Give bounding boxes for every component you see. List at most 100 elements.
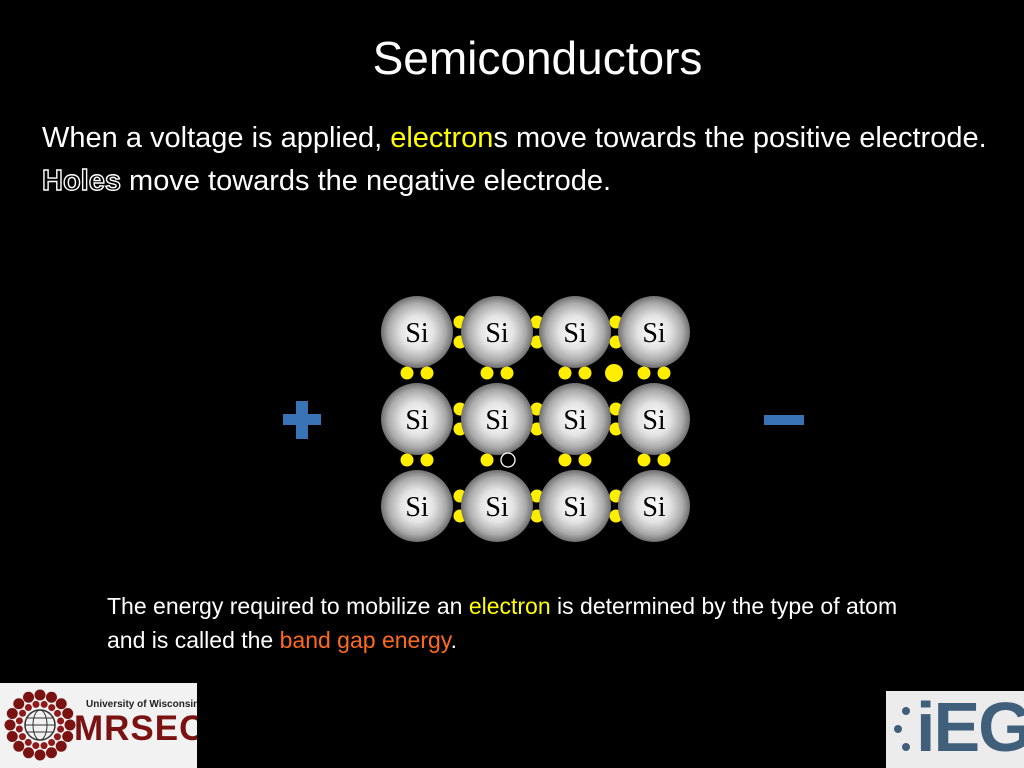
mrsec-emblem-icon (4, 689, 76, 761)
emblem-petal (15, 717, 23, 725)
si-atom: Si (618, 296, 690, 368)
emblem-petal (40, 700, 48, 708)
emblem-petal (32, 742, 40, 750)
bond-electron (420, 366, 434, 380)
band-gap-note: The energy required to mobilize an elect… (107, 589, 907, 657)
ieg-dots-icon (894, 707, 910, 751)
bond-electron (578, 366, 592, 380)
si-atom-label: Si (563, 492, 587, 523)
si-atom: Si (381, 383, 453, 455)
emblem-petal (34, 689, 46, 701)
note-electron-word: electron (468, 593, 551, 619)
note-band-gap-term: band gap energy (279, 627, 451, 653)
si-atom-sphere (461, 296, 533, 368)
emblem-petal (24, 703, 32, 711)
bond-electron (637, 366, 651, 380)
si-atom-label: Si (405, 318, 429, 349)
si-atom: Si (381, 470, 453, 542)
si-atom: Si (539, 470, 611, 542)
si-atom: Si (381, 296, 453, 368)
bond-electron (480, 453, 494, 467)
si-atom: Si (461, 470, 533, 542)
si-atom-sphere (381, 470, 453, 542)
si-atom: Si (539, 296, 611, 368)
si-atom-label: Si (405, 492, 429, 523)
bond-electron (578, 453, 592, 467)
note-part-2: is determined by the type of atom and is… (107, 593, 898, 653)
si-atom-sphere (539, 383, 611, 455)
si-atom-sphere (381, 296, 453, 368)
si-atom-label: Si (563, 405, 587, 436)
emblem-petal (32, 700, 40, 708)
plus-icon (283, 401, 321, 439)
emblem-petal (64, 719, 76, 731)
note-part-1: The energy required to mobilize an (107, 593, 469, 619)
emblem-petal (6, 730, 18, 742)
emblem-petal (34, 749, 46, 761)
hole-circle-icon (500, 452, 516, 468)
bond-electron (637, 453, 651, 467)
si-atom-sphere (461, 470, 533, 542)
emblem-petal (45, 747, 57, 759)
emblem-petal (40, 742, 48, 750)
note-part-3: . (450, 627, 457, 653)
ieg-logo-text: iEG (916, 691, 1024, 766)
bond-electron (420, 453, 434, 467)
emblem-petal (23, 747, 35, 759)
si-atom-sphere (381, 383, 453, 455)
intro-part-3: move towards the negative electrode. (120, 165, 612, 197)
emblem-petal (6, 708, 18, 720)
emblem-petal (48, 739, 56, 747)
emblem-petal (57, 725, 65, 733)
plus-icon-vertical (296, 401, 308, 439)
emblem-petal (18, 733, 26, 741)
si-atom-label: Si (642, 492, 666, 523)
si-atom: Si (618, 383, 690, 455)
emblem-petal (62, 708, 74, 720)
emblem-petal (55, 740, 67, 752)
intro-part-2: s move towards the positive electrode. (493, 122, 987, 154)
emblem-petal (4, 719, 16, 731)
emblem-petal (19, 709, 27, 717)
emblem-petal (55, 698, 67, 710)
si-atom-sphere (539, 296, 611, 368)
emblem-petal (53, 733, 61, 741)
free-electron-dot (605, 364, 623, 382)
emblem-petal (13, 740, 25, 752)
bond-electron (480, 366, 494, 380)
si-atom-sphere (618, 296, 690, 368)
emblem-petal (45, 691, 57, 703)
si-atom-label: Si (485, 318, 509, 349)
si-atom-sphere (618, 383, 690, 455)
si-atom-sphere (618, 470, 690, 542)
intro-electron-word: electron (390, 122, 494, 154)
si-atom: Si (618, 470, 690, 542)
bond-electron (400, 453, 414, 467)
emblem-petal (15, 725, 23, 733)
si-atom-label: Si (485, 492, 509, 523)
mrsec-logo-university: University of Wisconsin (86, 699, 197, 710)
bond-electron (558, 366, 572, 380)
bond-electron (558, 453, 572, 467)
si-atom-sphere (461, 383, 533, 455)
si-atom: Si (461, 296, 533, 368)
emblem-petal (57, 717, 65, 725)
slide-title: Semiconductors (372, 32, 703, 84)
bond-electron (657, 453, 671, 467)
intro-part-1: When a voltage is applied, (42, 122, 391, 154)
si-atom-label: Si (642, 405, 666, 436)
intro-holes-word: Holes (41, 164, 121, 197)
minus-icon-bar (764, 415, 804, 425)
emblem-petal (23, 691, 35, 703)
bond-electron (400, 366, 414, 380)
emblem-petal (62, 730, 74, 742)
emblem-petal (24, 738, 32, 746)
si-atom-label: Si (405, 405, 429, 436)
minus-icon (764, 415, 804, 425)
emblem-petal (54, 709, 62, 717)
emblem-petal (13, 698, 25, 710)
si-atom: Si (539, 383, 611, 455)
si-atom-label: Si (642, 318, 666, 349)
bond-electron (500, 366, 514, 380)
